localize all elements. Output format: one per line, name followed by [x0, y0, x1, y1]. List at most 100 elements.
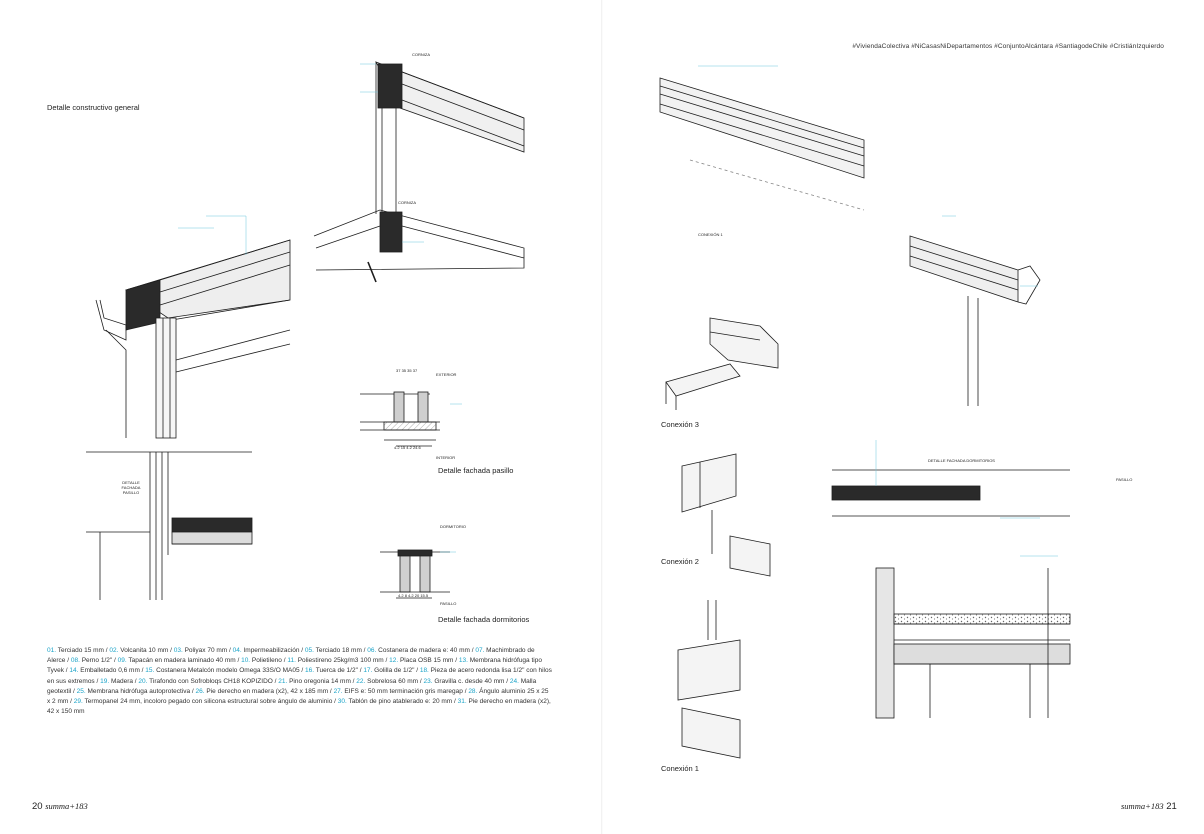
legend-text: Golilla de 1/2" / [374, 667, 420, 675]
legend-text: Sobrelosa 60 mm / [367, 677, 424, 685]
page-number-left: 20 [32, 801, 43, 812]
page-number-right: 21 [1166, 801, 1177, 812]
dims-pasillo-bottom: 4.2 15 4.2 24.6 [394, 445, 421, 450]
legend-number: 19. [100, 677, 111, 685]
label-pasillo: PASILLO [440, 601, 457, 606]
legend-text: Membrana hidrófuga autoprotectiva / [87, 687, 196, 695]
legend-number: 24. [509, 677, 521, 685]
dims-pasillo-top: 37 35 35 37 [396, 368, 418, 373]
legend-number: 18. [419, 667, 431, 675]
legend-number: 26. [195, 687, 207, 695]
legend-text: Costanera de madera e: 40 mm / [378, 647, 476, 654]
legend-number: 22. [356, 677, 368, 685]
dims-dormitorios: 4.2 8 4.2 20 15.5 [398, 593, 429, 598]
legend-text: Malla geotextil / [47, 677, 537, 695]
brand-right: summa+183 [1121, 801, 1164, 811]
title-general-detail: Detalle constructivo general [47, 103, 140, 112]
legend-number: 29. [73, 698, 85, 706]
legend-text: Pieza de acero redonda lisa 1/2" con hil… [47, 667, 552, 685]
legend-text: Tapacán en madera laminado 40 mm / [128, 657, 242, 665]
legend-text: Emballetado 0,6 mm / [80, 667, 146, 675]
upper-roof-detail [313, 61, 525, 283]
legend-number: 13. [458, 657, 470, 665]
materials-legend: 01. Terciado 15 mm / 02. Volcanita 10 mm… [47, 646, 552, 717]
wall-section-detail [86, 451, 253, 600]
legend-number: 08. [70, 657, 82, 665]
legend-number: 16. [304, 667, 316, 675]
floor-slab-section [831, 469, 1071, 719]
legend-text: Terciado 18 mm / [315, 647, 368, 654]
legend-text: Perno 1/2" / [81, 657, 118, 665]
title-conexion-2: Conexión 2 [661, 557, 699, 566]
legend-number: 14. [69, 667, 81, 675]
label-cornice-mid: CORNIZA [398, 200, 416, 205]
legend-number: 12. [389, 657, 400, 665]
pasillo-facade-detail [360, 391, 440, 447]
legend-text: Tuerca de 1/2" / [315, 667, 364, 675]
legend-text: Pie derecho en madera (x2), 42 x 185 mm … [206, 687, 334, 695]
title-conexion-1: Conexión 1 [661, 764, 699, 773]
legend-text: Tirafondo con Sofrobloqs CH18 KOPIZIDO / [149, 677, 279, 685]
legend-number: 09. [117, 657, 129, 665]
legend-number: 23. [423, 677, 435, 685]
legend-text: Poliyax 70 mm / [184, 647, 233, 654]
legend-text: Madera / [110, 677, 139, 685]
legend-number: 15. [145, 667, 157, 675]
roof-eave-detail [95, 239, 291, 439]
legend-text: Gravilla c. desde 40 mm / [434, 677, 510, 685]
legend-text: Membrana hidrófuga tipo Tyvek / [47, 657, 542, 675]
legend-text: Pino oregonia 14 mm / [289, 677, 357, 685]
label-conexion-1: CONEXIÓN 1 [698, 232, 723, 237]
hashtags-header: #ViviendaColectiva #NiCasasNiDepartament… [852, 43, 1164, 50]
legend-number: 06. [367, 647, 379, 654]
label-detalle-fachada: DETALLE FACHADA PASILLO [121, 480, 141, 495]
label-exterior: EXTERIOR [436, 372, 457, 377]
legend-number: 11. [287, 657, 298, 665]
legend-text: Volcanita 10 mm / [120, 647, 174, 654]
conexion-1-drawing [677, 600, 741, 759]
legend-number: 04. [232, 647, 244, 654]
legend-text: EIFS e: 50 mm terminación gris maregap / [344, 687, 469, 695]
legend-number: 10. [241, 657, 252, 665]
legend-number: 21. [278, 677, 290, 685]
legend-number: 17. [363, 667, 375, 675]
legend-text: Termopanel 24 mm, incoloro pegado con si… [84, 698, 338, 706]
label-pasillo-right: PASILLO [1116, 477, 1133, 482]
legend-number: 27. [333, 687, 345, 695]
dormitorios-facade-detail [380, 549, 450, 599]
label-dormitorio: DORMITORIO [440, 524, 466, 529]
legend-number: 02. [109, 647, 121, 654]
legend-number: 30. [337, 698, 349, 706]
top-roof-connection [659, 77, 865, 211]
legend-number: 07. [475, 647, 487, 654]
legend-text: Machimbrado de Alerce / [47, 647, 535, 665]
title-conexion-3: Conexión 3 [661, 420, 699, 429]
legend-text: Ángulo aluminio 25 x 25 x 2 mm / [47, 687, 549, 706]
legend-text: Impermeabilización / [243, 647, 305, 654]
legend-text: Terciado 15 mm / [57, 647, 110, 654]
label-cornice-top: CORNIZA [412, 52, 430, 57]
folio-left: 20 summa+183 [32, 801, 88, 812]
label-interior: INTERIOR [436, 455, 456, 460]
legend-text: Poliestireno 25kg/m3 100 mm / [297, 657, 390, 665]
legend-number: 03. [173, 647, 185, 654]
conexion-2-drawing [681, 453, 771, 577]
page-gutter [601, 0, 603, 834]
right-eave-detail [909, 235, 1041, 406]
legend-text: Pie derecho en madera (x2), 42 x 150 mm [47, 698, 551, 716]
title-pasillo-detail: Detalle fachada pasillo [438, 466, 514, 475]
title-dormitorios-detail: Detalle fachada dormitorios [438, 615, 530, 624]
folio-right: summa+183 21 [1121, 801, 1177, 812]
legend-number: 01. [47, 647, 58, 654]
legend-number: 20. [138, 677, 150, 685]
legend-text: Polietileno / [251, 657, 288, 665]
conexion-3-drawing [665, 317, 779, 410]
legend-text: Tablón de pino atablerado e: 20 mm / [348, 698, 458, 706]
legend-text: Placa OSB 15 mm / [399, 657, 459, 665]
legend-number: 25. [76, 687, 88, 695]
label-detalle-dormitorios: DETALLE FACHADA DORMITORIOS [928, 458, 995, 463]
legend-text: Costanera Metalcón modelo Omega 33S/O MA… [156, 667, 305, 675]
legend-number: 05. [304, 647, 316, 654]
callout-leaders [178, 63, 1058, 557]
